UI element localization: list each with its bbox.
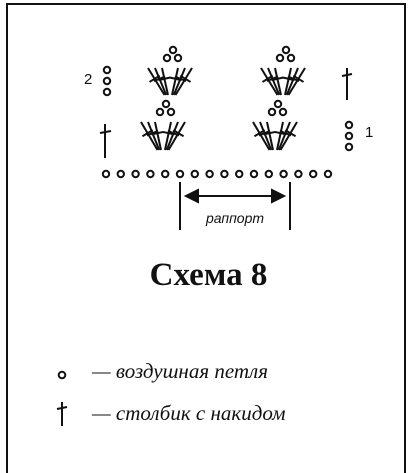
double-crochet-bar <box>99 130 112 134</box>
double-crochet-stitch <box>266 121 274 151</box>
double-crochet-icon <box>52 398 86 428</box>
double-crochet-stitch <box>171 67 179 96</box>
chain-stitch <box>249 169 259 179</box>
double-crochet-bar <box>151 130 164 136</box>
double-crochet-stitch <box>279 121 298 151</box>
legend-text-double-crochet: — столбик с накидом <box>92 400 286 425</box>
chain-stitch <box>173 53 183 63</box>
row-label-2: 2 <box>84 71 93 88</box>
double-crochet-stitch <box>167 121 186 151</box>
chain-icon <box>52 356 86 386</box>
chain-stitch <box>286 53 296 63</box>
figure-frame <box>6 3 406 473</box>
double-crochet-stitch <box>287 67 306 96</box>
chain-stitch <box>235 169 244 179</box>
chain-stitch <box>294 169 303 179</box>
double-crochet-stitch <box>274 67 282 96</box>
double-crochet-bar <box>284 129 297 138</box>
chain-stitch <box>344 131 354 141</box>
double-crochet-stitch <box>154 67 168 96</box>
double-crochet-bar <box>292 74 305 83</box>
double-crochet-stitch <box>165 121 179 151</box>
double-crochet-stitch <box>276 121 284 151</box>
row-label-1: 1 <box>365 124 374 141</box>
chain-stitch <box>162 53 172 63</box>
chain-stitch <box>146 169 155 179</box>
chain-stitch <box>323 169 333 179</box>
chain-stitch <box>161 99 171 109</box>
chain-stitch <box>275 53 285 63</box>
repeat-label: раппорт <box>205 210 265 226</box>
chain-stitch <box>278 107 288 117</box>
double-crochet-stitch <box>267 67 281 96</box>
chain-stitch <box>264 169 273 179</box>
double-crochet-stitch <box>140 121 159 151</box>
double-crochet-bar <box>271 76 284 82</box>
chain-stitch <box>190 169 200 179</box>
chain-stitch <box>175 169 185 179</box>
double-crochet-stitch <box>161 67 169 96</box>
chain-stitch <box>102 87 112 97</box>
chain-stitch <box>101 169 111 179</box>
double-crochet-bar <box>172 129 185 138</box>
legend-item-chain: — воздушная петля <box>52 356 268 386</box>
chain-stitch <box>273 99 283 109</box>
double-crochet-stitch <box>147 67 166 96</box>
chain-stitch <box>166 107 176 117</box>
chain-stitch <box>131 169 140 179</box>
double-crochet-bar <box>341 73 353 77</box>
legend-text-chain: — воздушная петля <box>92 358 268 383</box>
chain-stitch <box>344 120 354 130</box>
diagram-title: Схема 8 <box>149 257 268 293</box>
chain-stitch <box>267 107 277 117</box>
double-crochet-bar <box>158 76 171 82</box>
chain-stitch <box>161 169 170 179</box>
double-crochet-stitch <box>252 121 271 151</box>
chain-stitch <box>155 107 165 117</box>
double-crochet-stitch <box>172 67 186 96</box>
double-crochet-stitch <box>284 67 292 96</box>
chain-stitch <box>168 45 178 55</box>
double-crochet-stitch <box>154 121 162 151</box>
chain-stitch <box>309 169 318 179</box>
chain-stitch <box>102 65 112 75</box>
double-crochet-stitch <box>285 67 299 96</box>
chain-stitch <box>102 76 112 86</box>
double-crochet-stitch <box>164 121 172 151</box>
double-crochet-stitch <box>260 67 279 96</box>
repeat-arrowhead-right <box>271 188 287 204</box>
chain-stitch <box>279 169 288 179</box>
double-crochet-stitch <box>277 121 291 151</box>
double-crochet-stitch <box>259 121 273 151</box>
chain-stitch <box>344 142 354 152</box>
repeat-arrowhead-left <box>183 188 199 204</box>
chain-stitch <box>205 169 214 179</box>
legend-item-double-crochet: — столбик с накидом <box>52 398 285 428</box>
chain-stitch <box>116 169 126 179</box>
double-crochet-stitch <box>147 121 161 151</box>
chain-stitch <box>281 45 291 55</box>
chain-stitch <box>220 169 229 179</box>
double-crochet-bar <box>179 74 192 83</box>
crochet-scheme <box>99 45 354 230</box>
double-crochet-bar <box>263 130 276 136</box>
double-crochet-stitch <box>174 67 193 96</box>
